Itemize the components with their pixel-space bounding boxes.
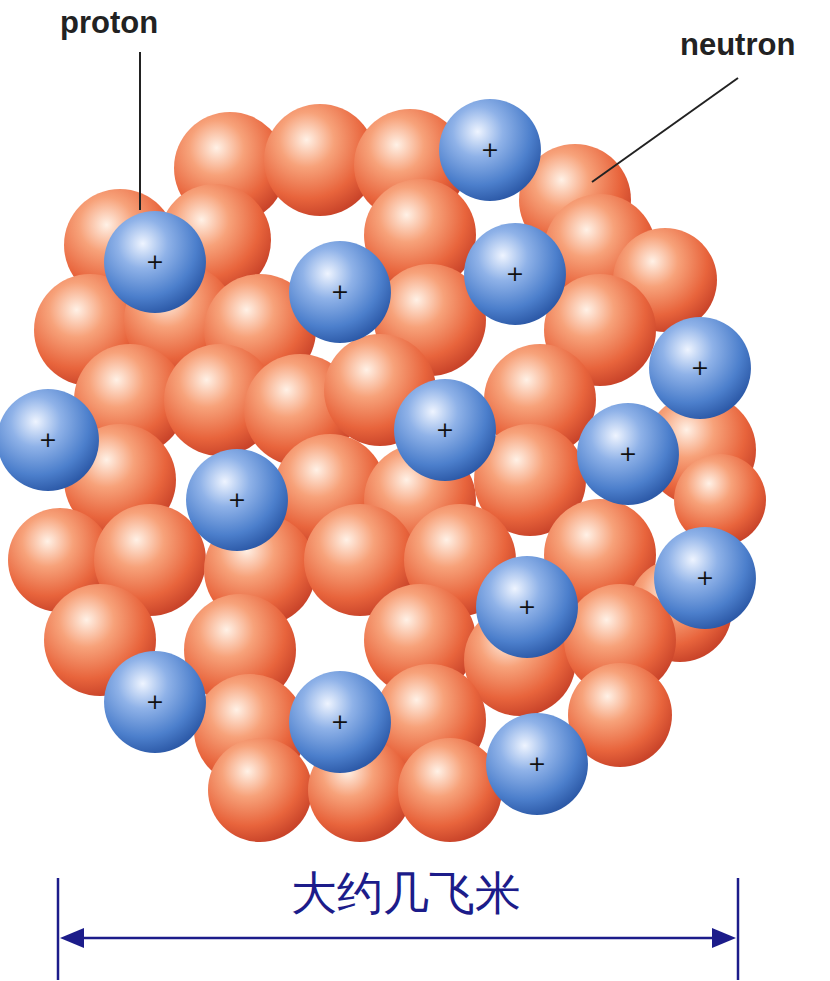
charge-sign: + xyxy=(518,596,536,618)
neutron-spheres xyxy=(8,104,766,842)
proton-sphere: + xyxy=(288,670,392,774)
charge-sign: + xyxy=(506,263,524,285)
charge-sign: + xyxy=(146,691,164,713)
leader-line xyxy=(592,78,738,182)
proton-sphere: + xyxy=(0,388,100,492)
proton-sphere: + xyxy=(485,712,589,816)
charge-sign: + xyxy=(691,357,709,379)
charge-sign: + xyxy=(39,429,57,451)
proton-sphere: + xyxy=(438,98,542,202)
proton-sphere: + xyxy=(393,378,497,482)
proton-sphere: + xyxy=(653,526,757,630)
charge-sign: + xyxy=(481,139,499,161)
charge-sign: + xyxy=(619,443,637,465)
proton-sphere: + xyxy=(103,650,207,754)
dimension-label: 大约几飞米 xyxy=(285,866,527,921)
charge-sign: + xyxy=(331,281,349,303)
charge-sign: + xyxy=(228,489,246,511)
proton-sphere: + xyxy=(576,402,680,506)
proton-sphere: + xyxy=(288,240,392,344)
charge-sign: + xyxy=(696,567,714,589)
charge-sign: + xyxy=(436,419,454,441)
part-name: proton xyxy=(60,4,158,41)
proton-sphere: + xyxy=(185,448,289,552)
leader-line xyxy=(139,52,141,210)
proton-sphere: + xyxy=(475,555,579,659)
charge-sign: + xyxy=(146,251,164,273)
charge-sign: + xyxy=(331,711,349,733)
proton-sphere: + xyxy=(463,222,567,326)
proton-sphere: + xyxy=(648,316,752,420)
part-name: neutron xyxy=(680,26,795,63)
proton-sphere: + xyxy=(103,210,207,314)
charge-sign: + xyxy=(528,753,546,775)
